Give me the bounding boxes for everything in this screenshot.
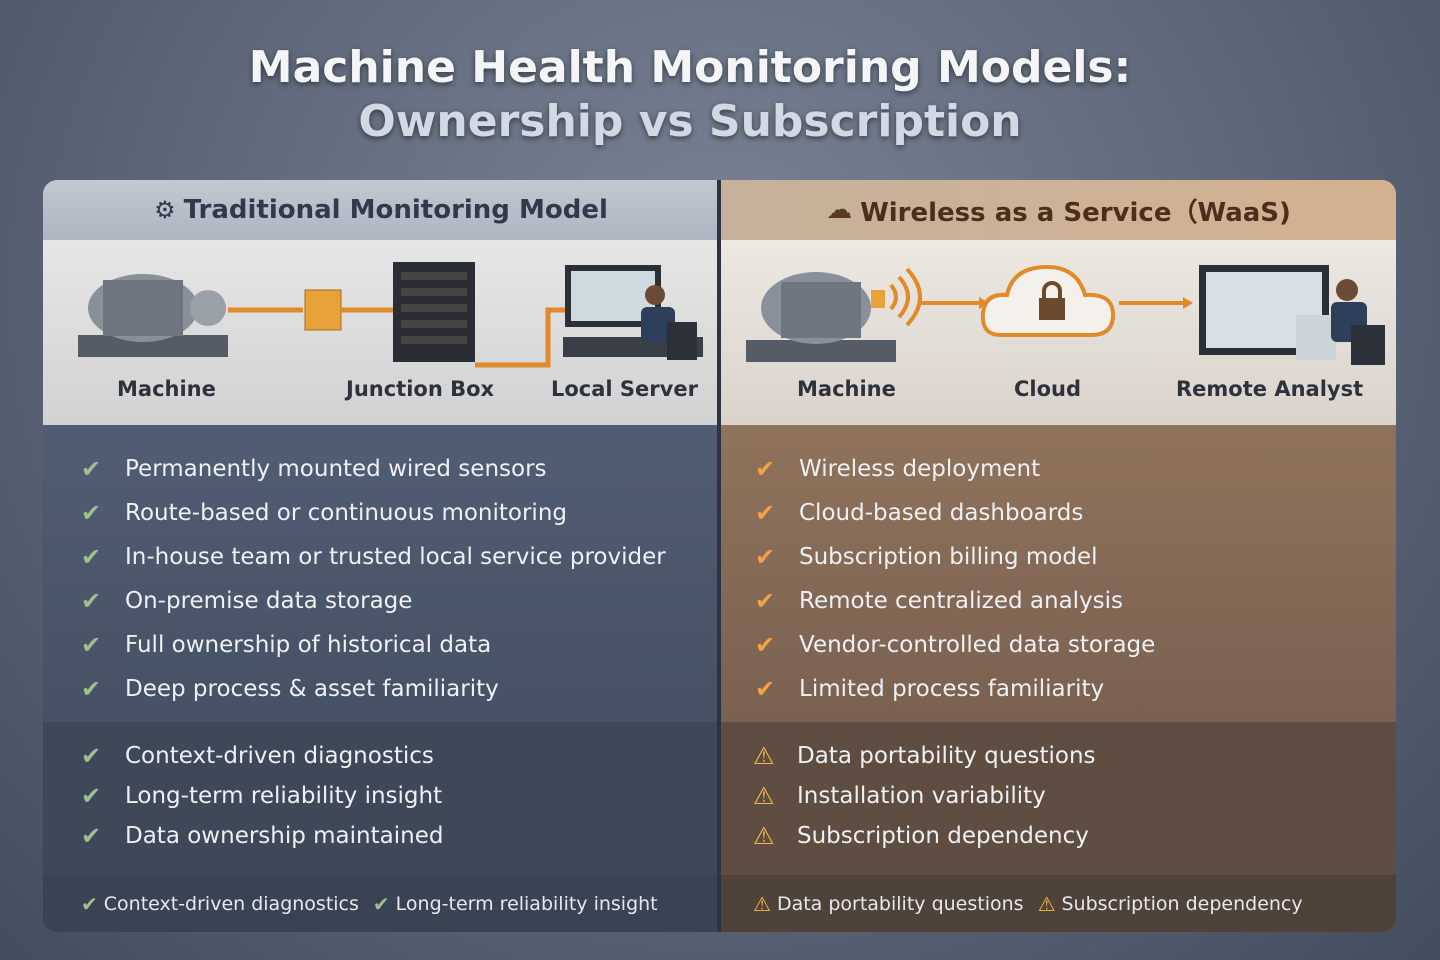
traditional-footer: ✔Context-driven diagnostics ✔Long-term r… xyxy=(43,875,719,932)
machine-icon xyxy=(78,274,228,357)
analyst-workstation-icon xyxy=(563,265,703,360)
waas-risks-list: ⚠Data portability questions ⚠Installatio… xyxy=(721,722,1396,875)
waas-header: ☁ Wireless as a Service（WaaS) xyxy=(721,180,1396,240)
warning-icon: ⚠ xyxy=(1037,891,1056,916)
label-junction-box: Junction Box xyxy=(346,377,495,401)
junction-box-icon xyxy=(304,289,342,331)
list-item: ⚠Installation variability xyxy=(753,782,1046,810)
traditional-illustration: Machine Junction Box Local Server xyxy=(43,240,719,425)
label-local-server: Local Server xyxy=(551,377,698,401)
panel-divider xyxy=(717,180,721,932)
page-subtitle: Ownership vs Subscription xyxy=(358,96,1022,147)
waas-features-list: ✔Wireless deployment ✔Cloud-based dashbo… xyxy=(721,425,1396,722)
check-icon: ✔ xyxy=(81,631,102,659)
list-item: ✔Cloud-based dashboards xyxy=(755,499,1084,527)
check-icon: ✔ xyxy=(81,543,102,571)
traditional-header: ⚙ Traditional Monitoring Model xyxy=(43,180,719,240)
list-item: ✔In-house team or trusted local service … xyxy=(81,543,666,571)
list-item: ✔Wireless deployment xyxy=(755,455,1041,483)
waas-illustration: Machine Cloud Remote Analyst xyxy=(721,240,1396,425)
check-icon: ✔ xyxy=(81,587,102,615)
check-icon: ✔ xyxy=(81,455,102,483)
check-icon: ✔ xyxy=(81,675,102,703)
check-icon: ✔ xyxy=(755,499,776,527)
list-item: ✔Context-driven diagnostics xyxy=(81,742,434,770)
check-icon: ✔ xyxy=(81,782,102,810)
traditional-features-list: ✔Permanently mounted wired sensors ✔Rout… xyxy=(43,425,719,722)
wireless-signal-icon xyxy=(889,267,922,327)
traditional-title: Traditional Monitoring Model xyxy=(183,195,608,225)
list-item: ✔Permanently mounted wired sensors xyxy=(81,455,547,483)
warning-icon: ⚠ xyxy=(753,782,775,810)
server-rack-icon xyxy=(393,262,475,362)
waas-title: Wireless as a Service（WaaS) xyxy=(860,197,1291,228)
list-item: ✔Remote centralized analysis xyxy=(755,587,1124,615)
check-icon: ✔ xyxy=(755,455,776,483)
label-machine: Machine xyxy=(797,377,896,401)
label-remote-analyst: Remote Analyst xyxy=(1176,377,1364,401)
traditional-benefits-list: ✔Context-driven diagnostics ✔Long-term r… xyxy=(43,722,719,875)
remote-analyst-icon xyxy=(1199,265,1385,365)
list-item: ✔Route-based or continuous monitoring xyxy=(81,499,567,527)
list-item: ✔Deep process & asset familiarity xyxy=(81,675,499,703)
machine-gear-icon: ⚙ xyxy=(154,196,176,224)
warning-icon: ⚠ xyxy=(753,822,775,850)
waas-footer: ⚠Data portability questions ⚠Subscriptio… xyxy=(721,875,1396,932)
wired-setup-diagram xyxy=(78,262,703,368)
warning-icon: ⚠ xyxy=(753,742,775,770)
list-item: ⚠Subscription dependency xyxy=(753,822,1089,850)
list-item: ✔On-premise data storage xyxy=(81,587,413,615)
label-cloud: Cloud xyxy=(1014,377,1082,401)
check-icon: ✔ xyxy=(81,822,102,850)
list-item: ✔Vendor-controlled data storage xyxy=(755,631,1156,659)
wireless-setup-diagram xyxy=(746,264,1385,365)
waas-model-panel: ☁ Wireless as a Service（WaaS) Machine Cl… xyxy=(721,180,1396,932)
list-item: ✔Data ownership maintained xyxy=(81,822,444,850)
machine-icon xyxy=(746,272,896,362)
check-icon: ✔ xyxy=(372,891,390,916)
list-item: ✔Limited process familiarity xyxy=(755,675,1105,703)
warning-icon: ⚠ xyxy=(753,891,771,916)
cloud-lock-icon xyxy=(980,264,1116,337)
check-icon: ✔ xyxy=(81,499,102,527)
check-icon: ✔ xyxy=(81,742,102,770)
check-icon: ✔ xyxy=(755,675,776,703)
label-machine: Machine xyxy=(117,377,216,401)
check-icon: ✔ xyxy=(755,543,776,571)
page-title: Machine Health Monitoring Models: xyxy=(248,42,1132,93)
check-icon: ✔ xyxy=(81,891,98,916)
check-icon: ✔ xyxy=(755,631,776,659)
check-icon: ✔ xyxy=(755,587,776,615)
cloud-icon: ☁ xyxy=(826,195,853,225)
list-item: ✔Full ownership of historical data xyxy=(81,631,492,659)
list-item: ✔Subscription billing model xyxy=(755,543,1098,571)
traditional-model-panel: ⚙ Traditional Monitoring Model Machine J… xyxy=(43,180,719,932)
list-item: ✔Long-term reliability insight xyxy=(81,782,443,810)
list-item: ⚠Data portability questions xyxy=(753,742,1096,770)
